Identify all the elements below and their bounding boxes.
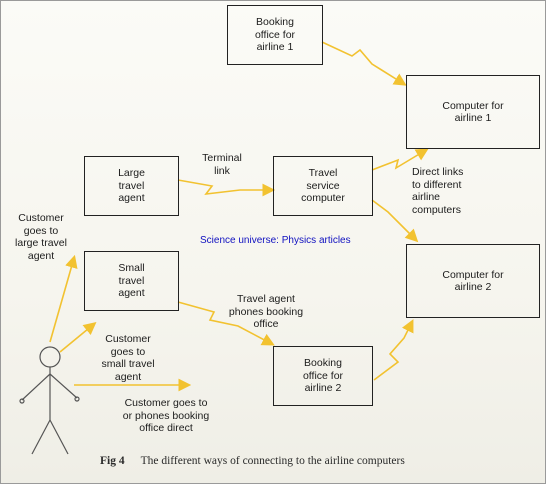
- figure-caption: Fig 4 The different ways of connecting to…: [100, 455, 405, 467]
- link-travel-service-computer1: [371, 148, 429, 171]
- link-agent-phones: [177, 301, 275, 346]
- link-booking1-computer1: [321, 41, 407, 86]
- link-terminal: [177, 179, 276, 197]
- box-large-travel-agent: Large travel agent: [84, 156, 179, 216]
- label-customer-small-agent: Customer goes to small travel agent: [101, 333, 155, 383]
- box-computer-airline-2: Computer for airline 2: [406, 244, 540, 318]
- watermark-text: Science universe: Physics articles: [200, 235, 351, 246]
- box-computer-airline-1: Computer for airline 1: [406, 75, 540, 149]
- box-travel-service-computer: Travel service computer: [273, 156, 373, 216]
- label-customer-large-agent: Customer goes to large travel agent: [15, 212, 67, 262]
- link-booking2-computer2: [373, 319, 414, 381]
- figure-number: Fig 4: [100, 455, 125, 467]
- box-booking-office-airline-1: Booking office for airline 1: [227, 5, 323, 65]
- label-direct-links: Direct links to different airline comput…: [412, 166, 464, 216]
- label-agent-phones-booking: Travel agent phones booking office: [228, 293, 304, 330]
- link-travel-service-computer2: [371, 199, 419, 243]
- arrow-customer-large-agent: [49, 254, 78, 343]
- arrow-customer-small-agent: [59, 321, 97, 353]
- customer-figure-icon: [19, 346, 80, 455]
- box-booking-office-airline-2: Booking office for airline 2: [273, 346, 373, 406]
- label-terminal-link: Terminal link: [202, 152, 242, 177]
- figure-caption-text: The different ways of connecting to the …: [140, 455, 405, 467]
- label-customer-direct: Customer goes to or phones booking offic…: [122, 397, 210, 434]
- box-small-travel-agent: Small travel agent: [84, 251, 179, 311]
